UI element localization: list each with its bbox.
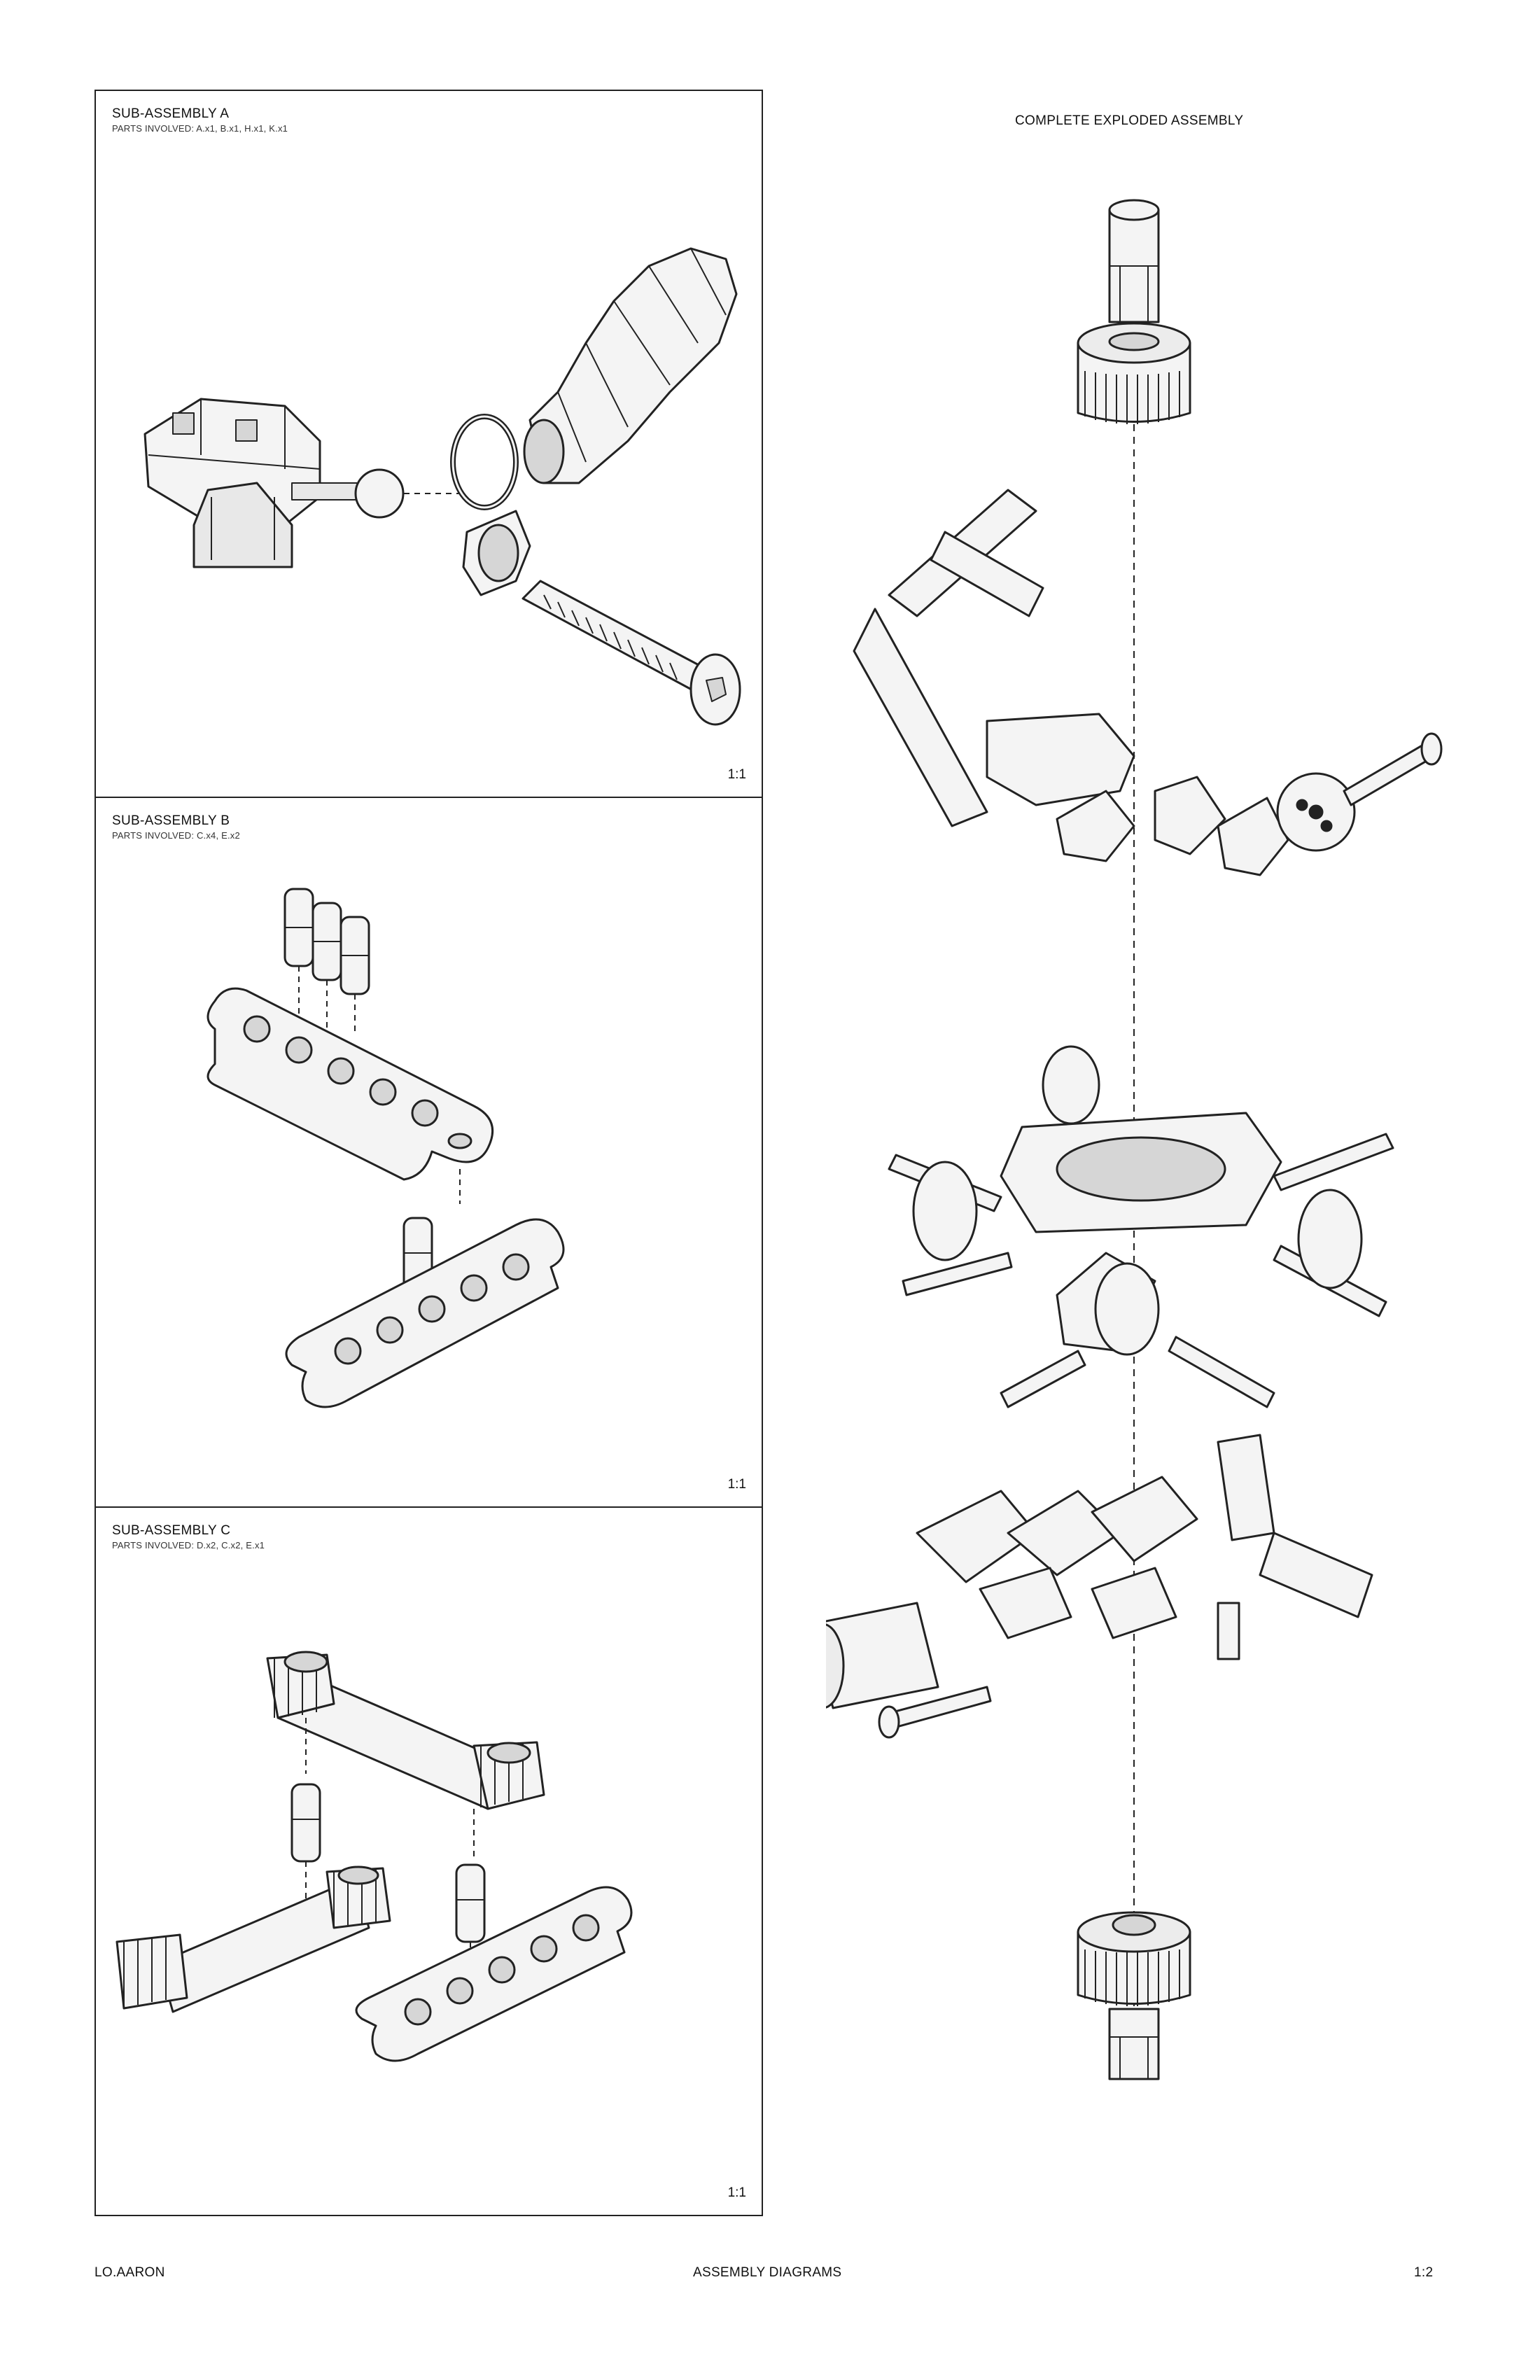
pin-part — [290, 1783, 486, 1943]
cone-boot-part — [523, 247, 738, 484]
scale-label: 1:1 — [727, 1477, 746, 1492]
beam-part — [206, 987, 494, 1181]
sub-assembly-c-drawing — [115, 1651, 633, 2062]
gear-beam-part — [115, 1865, 391, 2013]
connector-part — [144, 398, 321, 568]
sheet-title: ASSEMBLY DIAGRAMS — [693, 2265, 842, 2280]
parts-involved: PARTS INVOLVED: D.x2, C.x2, E.x1 — [112, 1540, 265, 1550]
gear-beam-part — [266, 1651, 545, 1810]
bottom-knob-part — [1077, 1911, 1191, 2080]
complete-assembly-title: COMPLETE EXPLODED ASSEMBLY — [1015, 113, 1244, 128]
sub-assembly-a-drawing — [144, 247, 741, 726]
scale-label: 1:1 — [727, 767, 746, 782]
beam-part — [355, 1886, 633, 2062]
bolt-part — [522, 580, 741, 726]
ring-clip-part — [450, 414, 531, 596]
ball-joint-part — [291, 468, 405, 519]
pin-part — [284, 888, 370, 995]
sub-assembly-a-panel: SUB-ASSEMBLY A PARTS INVOLVED: A.x1, B.x… — [94, 90, 763, 798]
parts-involved: PARTS INVOLVED: A.x1, B.x1, H.x1, K.x1 — [112, 123, 288, 134]
exploded-assembly-drawing — [826, 199, 1443, 2080]
upper-link-cluster — [853, 489, 1443, 876]
sub-assembly-b-panel: SUB-ASSEMBLY B PARTS INVOLVED: C.x4, E.x… — [94, 798, 763, 1508]
beam-part — [285, 1218, 565, 1408]
author-label: LO.AARON — [94, 2265, 165, 2280]
middle-hub-cluster — [888, 1045, 1394, 1408]
panel-title: SUB-ASSEMBLY C — [112, 1523, 231, 1538]
panel-title: SUB-ASSEMBLY B — [112, 813, 230, 828]
panel-title: SUB-ASSEMBLY A — [112, 106, 230, 121]
sub-assembly-c-panel: SUB-ASSEMBLY C PARTS INVOLVED: D.x2, C.x… — [94, 1508, 763, 2216]
parts-involved: PARTS INVOLVED: C.x4, E.x2 — [112, 830, 240, 841]
scale-label: 1:1 — [727, 2185, 746, 2200]
sub-assembly-b-drawing — [206, 888, 565, 1408]
top-knob-part — [1077, 199, 1191, 424]
sheet-scale: 1:2 — [1414, 2265, 1434, 2280]
lower-link-cluster — [826, 1434, 1373, 1739]
